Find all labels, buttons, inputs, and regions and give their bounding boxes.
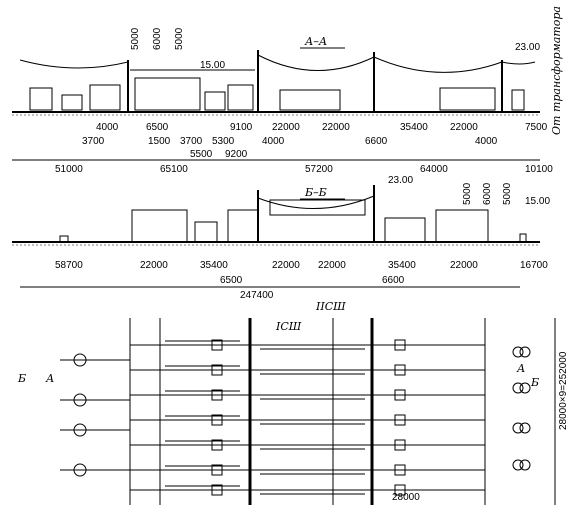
dim-label: 5500 — [190, 149, 213, 160]
dim-label: 35400 — [388, 260, 416, 271]
dim-label: 7500 — [525, 122, 548, 133]
height-mark: 5000 — [462, 182, 473, 205]
dim-label: 4000 — [475, 136, 498, 147]
dim-label: 35400 — [200, 260, 228, 271]
section-aa: А–А От трансформатора — [12, 6, 563, 175]
cut-a-right: А — [516, 362, 525, 375]
dim-label: 6500 — [146, 122, 169, 133]
dim-label: 6600 — [382, 275, 405, 286]
cut-b-left: Б — [17, 372, 26, 385]
transformer-symbol — [519, 422, 531, 434]
breaker-box — [211, 389, 223, 401]
cut-b-right: Б — [530, 376, 539, 389]
dim-label: 22000 — [322, 122, 350, 133]
transformer-symbol — [519, 382, 531, 394]
transformer-symbol — [512, 346, 524, 358]
height-mark: 5000 — [130, 27, 141, 50]
dim-label: 51000 — [55, 164, 83, 175]
dim-label: 4000 — [262, 136, 285, 147]
breaker-box — [394, 364, 406, 376]
transformer-symbol — [512, 422, 524, 434]
breaker-box — [394, 414, 406, 426]
transformer-symbol — [519, 459, 531, 471]
breaker-box — [211, 464, 223, 476]
breaker-box — [394, 439, 406, 451]
dims-bb: 58700 22000 35400 22000 22000 35400 2200… — [20, 260, 548, 301]
dim-label: 22000 — [140, 260, 168, 271]
height-mark: 6000 — [482, 182, 493, 205]
dim-label: 22000 — [318, 260, 346, 271]
breaker-box — [394, 464, 406, 476]
breaker-box — [211, 339, 223, 351]
dim-label: 9100 — [230, 122, 253, 133]
dim-label: 1500 — [148, 136, 171, 147]
dim-label: 4000 — [96, 122, 119, 133]
plan-view: IСШ IIСШ Б А А Б 28000×9=252000 28000 — [17, 300, 569, 505]
height-mark: 5000 — [174, 27, 185, 50]
breaker-box — [394, 339, 406, 351]
transformer-symbol — [512, 382, 524, 394]
dim-label: 16700 — [520, 260, 548, 271]
breaker-box — [211, 364, 223, 376]
section-bb-title: Б–Б — [304, 186, 327, 199]
dim-label: 65100 — [160, 164, 188, 175]
dim-label: 57200 — [305, 164, 333, 175]
breaker-box — [211, 414, 223, 426]
height-mark: 5000 — [502, 182, 513, 205]
height-mark: 15.00 — [525, 196, 550, 207]
side-note: От трансформатора — [550, 6, 563, 135]
dim-label: 3700 — [180, 136, 203, 147]
dim-label: 22000 — [450, 122, 478, 133]
height-mark: 23.00 — [388, 175, 413, 186]
breaker-box — [211, 484, 223, 496]
dim-label: 9200 — [225, 149, 248, 160]
transformer-symbol — [512, 459, 524, 471]
section-aa-title: А–А — [304, 35, 327, 48]
dim-label: 22000 — [450, 260, 478, 271]
transformer-symbol — [519, 346, 531, 358]
vertical-dim: 28000×9=252000 — [558, 351, 569, 430]
dim-label: 64000 — [420, 164, 448, 175]
height-mark: 23.00 — [515, 42, 540, 53]
breaker-box — [394, 484, 406, 496]
dim-label: 5300 — [212, 136, 235, 147]
height-mark: 6000 — [152, 27, 163, 50]
dim-label: 58700 — [55, 260, 83, 271]
bus1-label: IСШ — [275, 320, 302, 333]
bus2-label: IIСШ — [315, 300, 346, 313]
dim-label: 22000 — [272, 260, 300, 271]
dim-label: 35400 — [400, 122, 428, 133]
dims-aa: 4000 6500 9100 22000 22000 35400 22000 7… — [12, 122, 553, 175]
dim-label: 3700 — [82, 136, 105, 147]
dim-label: 10100 — [525, 164, 553, 175]
cut-a-left: А — [45, 372, 54, 385]
dim-label: 6500 — [220, 275, 243, 286]
dim-label: 22000 — [272, 122, 300, 133]
dim-label: 6600 — [365, 136, 388, 147]
dim-label: 247400 — [240, 290, 274, 301]
section-bb: Б–Б 23.00 5000 6000 5000 15.00 58700 220… — [12, 175, 550, 301]
step-dim: 28000 — [392, 492, 420, 503]
breaker-box — [394, 389, 406, 401]
height-mark: 15.00 — [200, 60, 225, 71]
breaker-box — [211, 439, 223, 451]
